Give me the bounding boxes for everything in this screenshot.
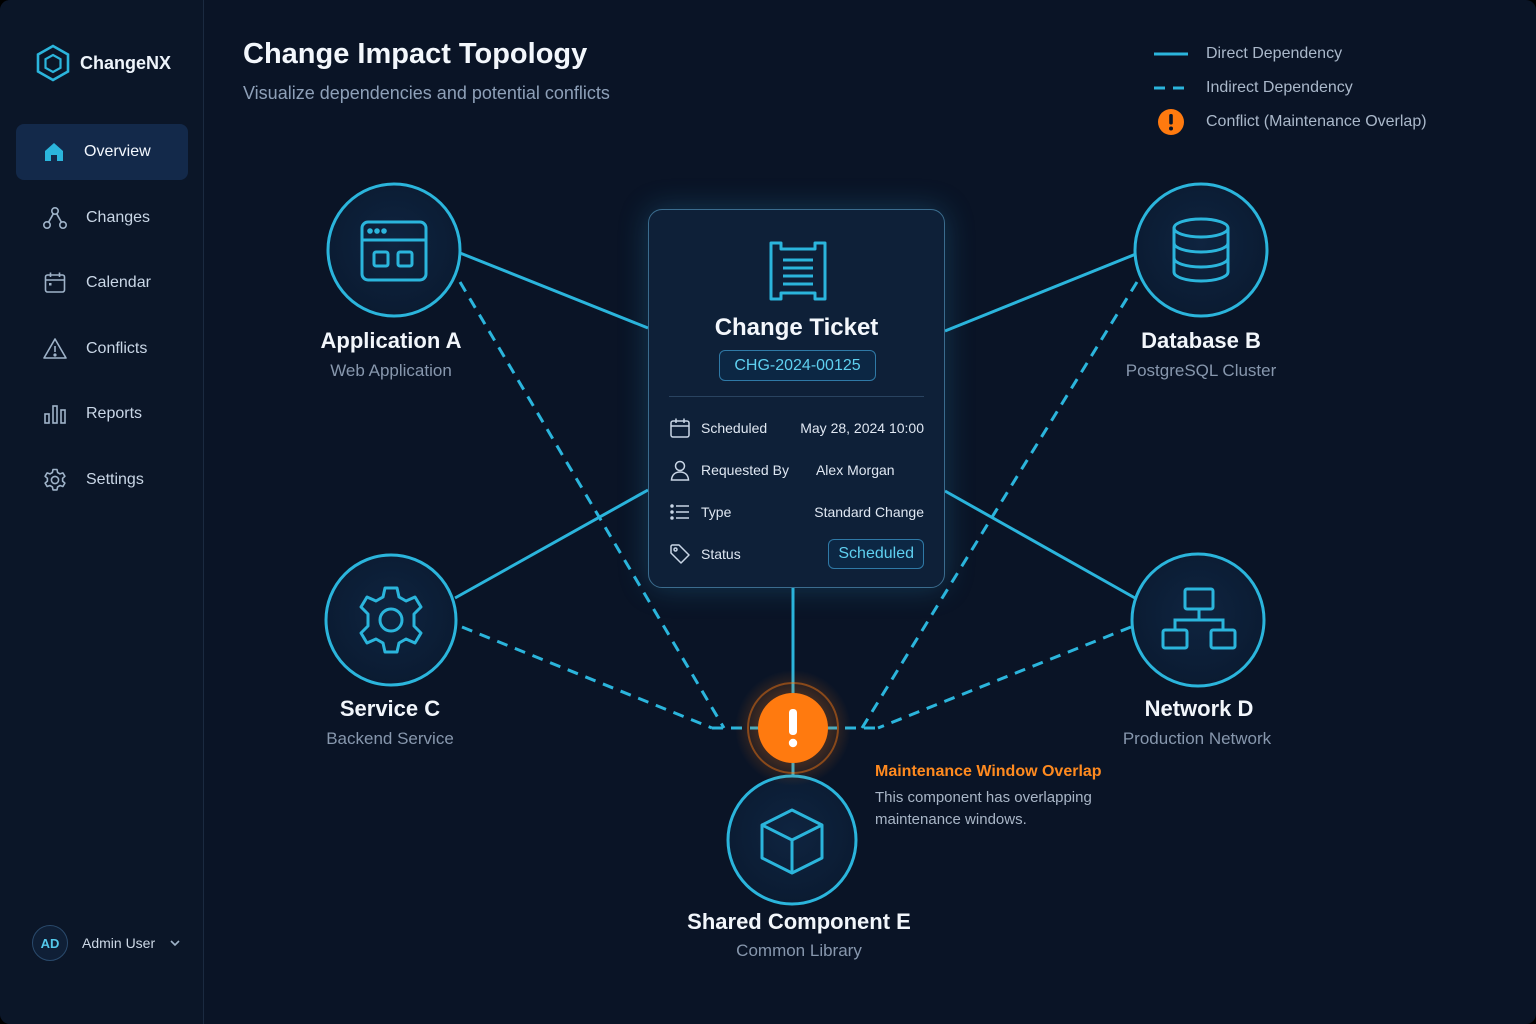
brand[interactable]: ChangeNX (36, 44, 171, 82)
warning-icon (43, 337, 67, 359)
edge-app-a-conflict (458, 281, 726, 729)
legend-label: Conflict (Maintenance Overlap) (1206, 113, 1427, 130)
conflict-title: Maintenance Window Overlap (875, 763, 1102, 780)
sidebar-item-label: Calendar (86, 274, 151, 291)
row-value: Alex Morgan (815, 462, 895, 478)
exclamation-icon (1158, 109, 1184, 135)
node-shared-component-e[interactable] (726, 774, 858, 906)
chevron-down-icon (170, 940, 180, 947)
bar-chart-icon (44, 405, 66, 424)
hexagon-logo-icon (36, 44, 70, 82)
sidebar-item-changes[interactable]: Changes (16, 190, 188, 246)
ticket-row-scheduled: Scheduled May 28, 2024 10:00 (669, 415, 924, 441)
row-value: May 28, 2024 10:00 (800, 420, 924, 436)
node-subtitle: PostgreSQL Cluster (1125, 361, 1277, 380)
legend-indirect: Indirect Dependency (1154, 76, 1353, 100)
node-title: Network D (1144, 696, 1254, 721)
row-value: Standard Change (814, 504, 924, 520)
sidebar-item-calendar[interactable]: Calendar (16, 255, 188, 311)
divider (669, 396, 924, 397)
page-title: Change Impact Topology (243, 38, 588, 70)
ticket-row-type: Type Standard Change (669, 499, 924, 525)
sidebar-item-label: Changes (86, 208, 151, 226)
node-title: Application A (320, 328, 462, 353)
cube-icon (760, 808, 824, 875)
edge-app-a-ticket (459, 251, 649, 330)
user-menu[interactable]: AD Admin User (32, 925, 181, 961)
legend-direct: Direct Dependency (1154, 42, 1342, 66)
sidebar-item-label: Overview (84, 143, 151, 160)
page-subtitle: Visualize dependencies and potential con… (243, 83, 610, 103)
edge-svc-c-ticket (454, 488, 649, 600)
row-label: Scheduled (701, 420, 768, 436)
calendar-icon (669, 417, 691, 439)
network-tree-icon (1161, 587, 1237, 650)
conflict-description: This component has overlapping maintenan… (875, 789, 1092, 828)
row-label: Type (701, 504, 732, 520)
sidebar-nav: Overview Changes Calendar (16, 124, 188, 517)
brand-name: ChangeNX (80, 52, 172, 73)
conflict-marker[interactable] (735, 670, 851, 786)
tag-icon (669, 543, 691, 565)
node-service-c[interactable] (324, 553, 458, 687)
sidebar-item-settings[interactable]: Settings (16, 452, 188, 508)
sidebar-item-label: Settings (86, 470, 144, 488)
edge-svc-c-conflict (461, 625, 713, 730)
database-icon (1172, 217, 1230, 283)
node-subtitle: Backend Service (326, 729, 454, 748)
list-icon (669, 501, 691, 523)
solid-line-swatch (1154, 42, 1188, 66)
ticket-id-badge[interactable]: CHG-2024-00125 (719, 350, 876, 381)
sidebar: ChangeNX Overview Changes (0, 0, 204, 1024)
node-title: Service C (339, 696, 441, 721)
node-subtitle: Production Network (1122, 729, 1272, 748)
node-network-d[interactable] (1130, 552, 1266, 688)
edge-db-b-ticket (944, 252, 1137, 333)
legend-label: Direct Dependency (1206, 45, 1343, 62)
ticket-row-status: Status Scheduled (669, 539, 924, 569)
avatar: AD (32, 925, 68, 961)
person-icon (669, 459, 691, 481)
change-ticket-card[interactable]: Change Ticket CHG-2024-00125 Scheduled M… (648, 209, 945, 588)
exclamation-icon (788, 709, 798, 748)
gear-icon (359, 586, 423, 654)
user-name: Admin User (82, 935, 156, 951)
browser-window-icon (360, 220, 428, 282)
node-database-b[interactable] (1133, 182, 1269, 318)
ticket-title: Change Ticket (714, 314, 879, 341)
status-badge: Scheduled (828, 539, 924, 569)
sidebar-item-label: Reports (86, 405, 143, 422)
edge-net-d-conflict (877, 625, 1132, 730)
row-label: Status (701, 546, 741, 562)
conflict-swatch (1154, 109, 1188, 135)
ticket-row-requested-by: Requested By Alex Morgan (669, 457, 924, 483)
legend-conflict: Conflict (Maintenance Overlap) (1154, 109, 1427, 135)
edge-net-d-ticket (944, 489, 1136, 600)
node-title: Shared Component E (687, 909, 911, 934)
ticket-icon (769, 241, 827, 301)
node-subtitle: Web Application (330, 361, 452, 380)
sidebar-item-conflicts[interactable]: Conflicts (16, 321, 188, 377)
sidebar-item-reports[interactable]: Reports (16, 386, 188, 442)
sidebar-item-label: Conflicts (86, 339, 148, 357)
sidebar-item-overview[interactable]: Overview (16, 124, 188, 180)
node-application-a[interactable] (326, 182, 462, 318)
gear-icon (44, 468, 66, 491)
home-icon (45, 143, 63, 161)
node-subtitle: Common Library (736, 941, 862, 960)
node-title: Database B (1141, 328, 1261, 353)
row-label: Requested By (701, 462, 789, 478)
legend-label: Indirect Dependency (1206, 79, 1353, 96)
dashed-line-swatch (1154, 76, 1188, 100)
calendar-icon (44, 272, 66, 293)
nodes-icon (42, 206, 67, 229)
